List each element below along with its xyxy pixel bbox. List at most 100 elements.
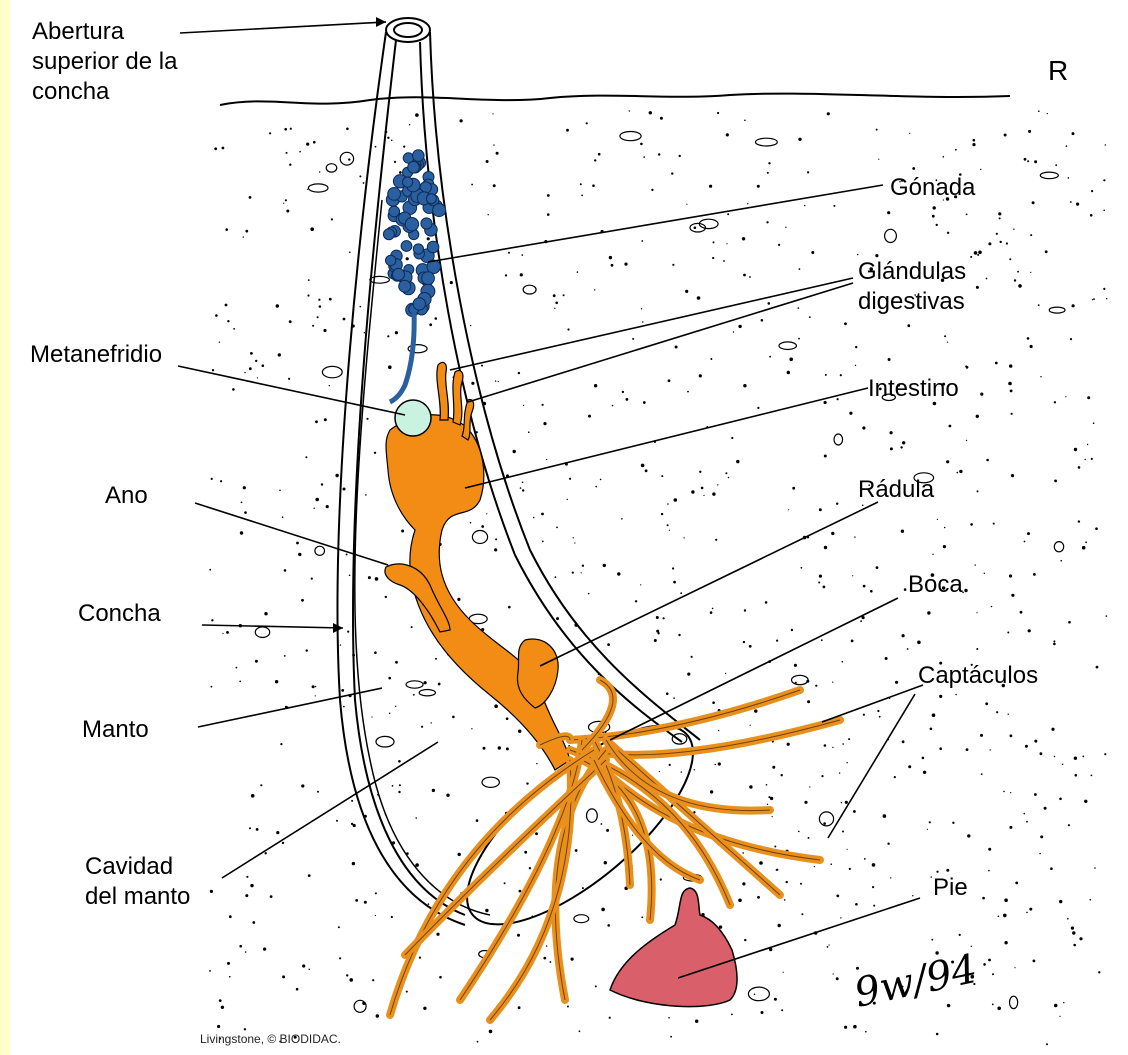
sediment-grain [855,346,857,348]
sediment-grain [966,366,969,369]
sediment-grain [563,294,565,296]
sediment-grain [257,377,258,378]
sediment-grain [712,608,714,610]
sediment-grain [736,460,739,463]
sediment-grain [622,391,624,393]
sediment-grain [709,185,712,188]
sediment-pebble [1049,307,1065,313]
image-credit: Livingstone, © BIODIDAC. [200,1032,341,1046]
sediment-grain [1013,229,1014,230]
sediment-grain [990,749,991,750]
label-concha: Concha [78,599,161,629]
sediment-grain [1071,927,1074,930]
gonad-lobe [433,204,446,217]
sediment-grain [890,877,891,878]
sediment-grain [879,716,881,718]
sediment-grain [574,542,575,543]
sediment-grain [522,482,524,484]
sediment-grain [1004,134,1007,137]
sediment-grain [703,495,704,496]
sediment-grain [1062,764,1064,766]
sediment-grain [315,686,317,688]
sediment-grain [1105,144,1106,145]
sediment-grain [778,924,781,927]
sediment-grain [742,882,745,885]
sediment-grain [1027,337,1030,340]
sediment-grain [494,548,497,551]
sediment-grain [848,738,850,740]
sediment-grain [353,824,356,827]
gonad-lobe [399,280,411,292]
sediment-grain [671,172,673,174]
sediment-grain [998,916,1000,918]
sediment-grain [567,499,568,500]
sediment-grain [1070,201,1072,203]
sediment-grain [543,957,546,960]
sediment-grain [1082,756,1084,758]
sediment-grain [471,382,474,385]
sediment-grain [772,816,773,817]
sediment-grain [1078,520,1080,522]
sediment-grain [927,611,930,614]
sediment-grain [241,502,243,504]
sediment-grain [1034,160,1037,163]
sediment-grain [388,677,391,680]
sediment-grain [246,876,248,878]
sediment-grain [244,511,247,514]
sediment-grain [684,537,685,538]
sediment-grain [219,999,222,1002]
sediment-grain [964,589,967,592]
sediment-grain [460,119,463,122]
sediment-grain [770,797,773,800]
sediment-grain [508,606,511,609]
sediment-grain [902,634,905,637]
sediment-grain [522,489,524,491]
sediment-grain [1018,284,1022,288]
sediment-grain [324,418,327,421]
sediment-grain [529,867,531,869]
sediment-grain [801,567,803,569]
sediment-grain [836,977,839,980]
sediment-grain [1038,304,1040,306]
sediment-grain [1104,753,1106,755]
sediment-grain [326,505,329,508]
sediment-grain [1020,611,1023,614]
sediment-pebble [472,531,487,544]
sediment-grain [798,138,801,141]
sediment-grain [970,256,972,258]
sediment-grain [504,882,506,884]
sediment-grain [725,472,727,474]
artist-signature: 9w/94 [850,946,981,1017]
sediment-grain [725,673,726,674]
sediment-grain [368,576,371,579]
sediment-grain [249,196,252,199]
sediment-grain [768,302,771,305]
sediment-grain [376,1014,379,1017]
sediment-grain [908,765,911,768]
sediment-grain [845,801,848,804]
sediment-grain [807,700,810,703]
sediment-grain [1011,413,1013,415]
sediment-grain [1068,177,1070,179]
sediment-grain [651,189,653,191]
sediment-pebble [574,915,589,923]
sediment-grain [902,740,905,743]
sediment-grain [727,213,729,215]
sediment-grain [929,821,931,823]
sediment-grain [555,576,557,578]
sediment-grain [977,254,979,256]
sediment-grain [1055,164,1057,166]
sediment-grain [1033,573,1036,576]
sediment-grain [243,486,246,489]
gonad-lobe [401,241,412,252]
gonad-duct [390,310,414,402]
sediment-grain [313,141,316,144]
sediment-grain [757,185,760,188]
sediment-grain [601,823,603,825]
sediment-grain [750,725,751,726]
sediment-grain [723,260,725,262]
sediment-grain [535,832,538,835]
sediment-grain [1054,401,1056,403]
sediment-grain [288,378,290,380]
sediment-grain [1067,918,1069,920]
